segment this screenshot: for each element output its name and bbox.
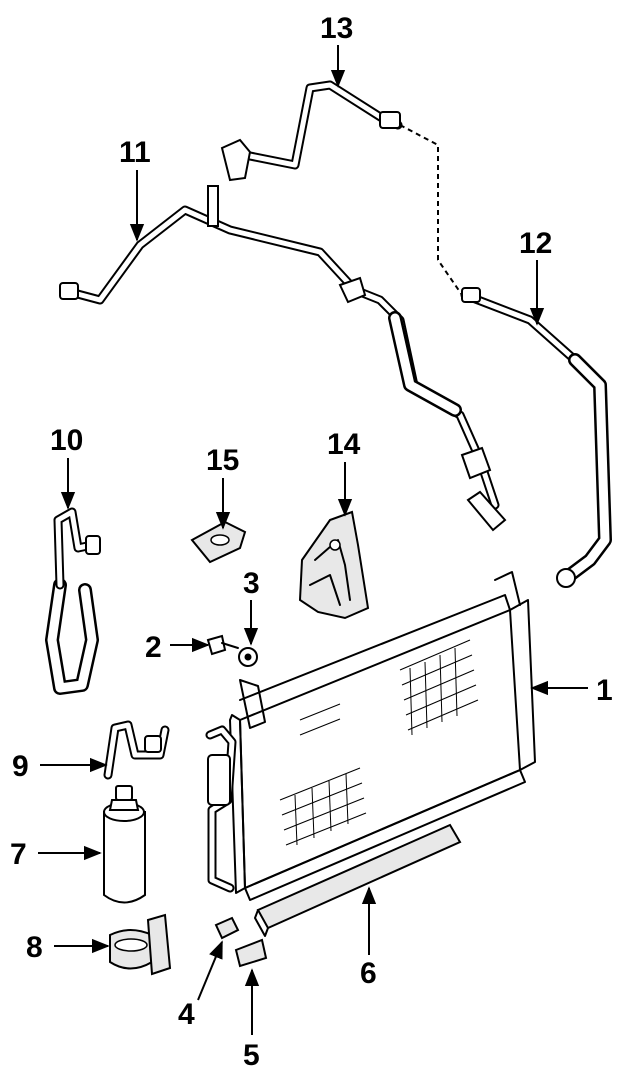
callout-11: 11 xyxy=(119,136,151,242)
part-12-suction-hose xyxy=(460,287,612,588)
part-5-cushion xyxy=(234,938,268,968)
callout-label-8: 8 xyxy=(26,931,43,964)
callout-8: 8 xyxy=(26,931,110,964)
callout-1: 1 xyxy=(530,674,613,707)
callout-label-1: 1 xyxy=(596,674,613,707)
callout-2: 2 xyxy=(145,631,210,664)
callout-4: 4 xyxy=(178,940,223,1031)
callout-5: 5 xyxy=(243,968,260,1071)
part-13-discharge-line xyxy=(220,80,463,296)
part-14-mounting-bracket xyxy=(298,510,370,620)
callout-label-6: 6 xyxy=(360,957,377,990)
callout-label-4: 4 xyxy=(178,998,195,1031)
callout-label-3: 3 xyxy=(243,567,260,600)
part-15-bracket xyxy=(190,520,247,564)
callout-label-14: 14 xyxy=(327,428,361,461)
callout-6: 6 xyxy=(360,886,377,990)
callout-label-7: 7 xyxy=(10,838,27,871)
part-11-liquid-line xyxy=(59,185,507,532)
callout-10: 10 xyxy=(50,424,83,510)
part-7-receiver-drier xyxy=(103,785,146,904)
callout-14: 14 xyxy=(327,428,361,517)
callout-label-11: 11 xyxy=(119,136,151,169)
part-9-tube xyxy=(103,720,170,780)
part-3-grommet xyxy=(238,647,258,667)
callout-label-9: 9 xyxy=(12,750,29,783)
part-8-drier-bracket xyxy=(109,913,172,976)
callout-15: 15 xyxy=(206,444,239,530)
callout-label-15: 15 xyxy=(206,444,239,477)
callout-3: 3 xyxy=(243,567,260,646)
callout-label-2: 2 xyxy=(145,631,162,664)
callout-7: 7 xyxy=(10,838,102,871)
callout-label-5: 5 xyxy=(243,1039,260,1071)
part-1-condenser xyxy=(205,571,536,901)
callout-label-12: 12 xyxy=(519,227,552,260)
callout-13: 13 xyxy=(320,12,353,88)
part-2-bolt xyxy=(206,634,239,656)
callout-9: 9 xyxy=(12,750,108,783)
part-6-seal-strip xyxy=(254,823,462,937)
part-4-cushion xyxy=(214,916,240,940)
callout-label-13: 13 xyxy=(320,12,353,45)
part-10-receiver-hose xyxy=(45,507,101,695)
callout-12: 12 xyxy=(519,227,552,326)
callout-label-10: 10 xyxy=(50,424,83,457)
